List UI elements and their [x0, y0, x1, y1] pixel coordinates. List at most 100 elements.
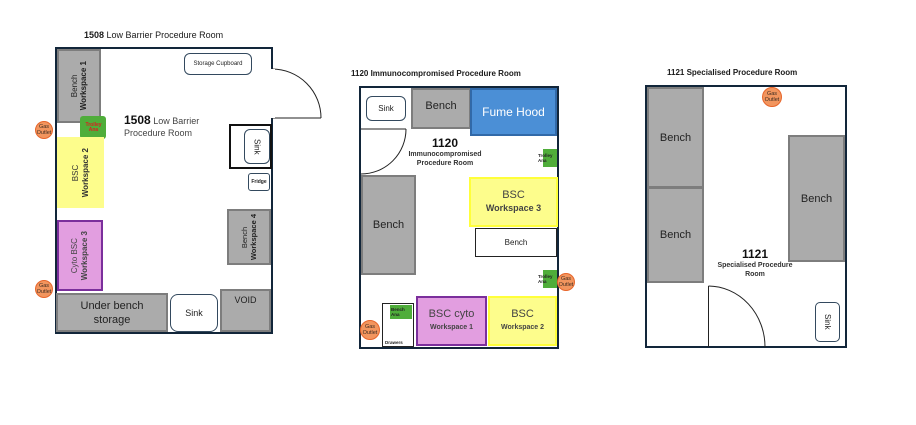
- trolley-label: Trolley: [85, 121, 102, 128]
- bench-1121-right[interactable]: Bench: [788, 135, 845, 262]
- sink-enclosure-1508: [229, 124, 272, 169]
- trolley-label-2: Ana: [88, 126, 99, 133]
- door-1120: [360, 128, 407, 175]
- sink-label: Sink: [378, 104, 394, 113]
- bsc-workspace-name: Workspace 3: [485, 203, 542, 213]
- bsc-workspace-3-1120[interactable]: BSC Workspace 3: [469, 177, 558, 227]
- bench-1120-left[interactable]: Bench: [361, 175, 416, 275]
- bench-workspace-4-name: Workspace 4: [249, 213, 258, 261]
- drawers-label: Drawers: [385, 340, 403, 345]
- bench-workspace-4[interactable]: Bench Workspace 4: [227, 209, 271, 265]
- under-bench-storage-line1: Under bench: [80, 299, 144, 312]
- room-1121-label-line2: Room: [745, 271, 765, 278]
- gas-label: Gas: [560, 276, 572, 282]
- trolley-label-2: Ana: [538, 279, 547, 284]
- bsc-cyto-workspace-name: Workspace 1: [429, 324, 474, 331]
- room-1120-label: 1120 Immunocompromised Procedure Room: [395, 136, 495, 168]
- bench-workspace-4-label: Bench: [240, 226, 249, 248]
- room-1120-title: 1120 Immunocompromised Procedure Room: [351, 69, 521, 78]
- gas-label-2: Outlet: [362, 330, 378, 336]
- fume-hood-label: Fume Hood: [482, 105, 545, 119]
- room-1121-title: 1121 Specialised Procedure Room: [667, 68, 798, 77]
- gas-label: Gas: [364, 324, 376, 330]
- trolley-area-1120-upper: Trolley Ana: [538, 149, 557, 167]
- storage-cupboard-label: Storage Cupboard: [193, 61, 243, 67]
- bench-ana-label-2: Ana: [391, 312, 400, 317]
- under-bench-storage-line2: storage: [93, 313, 131, 326]
- gas-label: Gas: [38, 283, 50, 289]
- bench-label: Bench: [504, 238, 528, 247]
- trolley-area-1508: Trolley Ana: [80, 116, 106, 139]
- fridge: Fridge: [248, 173, 270, 191]
- fume-hood[interactable]: Fume Hood: [470, 88, 557, 136]
- door-1508: [271, 68, 322, 119]
- sink-1508-bottom: Sink: [170, 294, 218, 332]
- sink-label: Sink: [185, 308, 203, 318]
- room-1508-label: 1508 Low Barrier Procedure Room: [124, 114, 199, 139]
- bsc-workspace-2-name: Workspace 2: [80, 147, 90, 198]
- gas-label-2: Outlet: [36, 289, 52, 295]
- bsc-label: BSC: [511, 308, 534, 320]
- under-bench-storage: Under bench storage: [56, 293, 168, 332]
- bench-label: Bench: [800, 192, 833, 205]
- bench-workspace-1-label: Bench: [70, 74, 79, 98]
- gas-label: Gas: [766, 91, 778, 97]
- bsc-cyto-label: BSC cyto: [428, 308, 475, 320]
- sink-label: Sink: [823, 314, 832, 330]
- cyto-bsc-workspace-3[interactable]: Cyto BSC Workspace 3: [57, 220, 103, 291]
- room-1508-title-number: 1508: [84, 30, 105, 40]
- bsc-workspace-2-1120[interactable]: BSC Workspace 2: [488, 296, 557, 346]
- bench-workspace-1[interactable]: Bench Workspace 1: [57, 49, 101, 123]
- room-1120-label-number: 1120: [431, 136, 459, 150]
- gas-label-2: Outlet: [764, 97, 780, 103]
- bench-label: Bench: [659, 131, 692, 144]
- bench-1121-lower-left[interactable]: Bench: [647, 187, 704, 283]
- room-1508-label-number: 1508: [124, 113, 151, 127]
- door-1121: [708, 285, 766, 348]
- sink-1508-right: Sink: [244, 129, 270, 164]
- trolley-area-1120-lower: Trolley Ana: [538, 270, 557, 288]
- void-label: VOID: [234, 295, 257, 305]
- sink-1120: Sink: [366, 96, 406, 121]
- bench-area-1120: Bench Ana: [390, 305, 412, 319]
- bsc-workspace-2-label: BSC: [70, 164, 80, 181]
- cyto-bsc-workspace-3-name: Workspace 3: [80, 230, 89, 281]
- gas-label-2: Outlet: [36, 130, 52, 136]
- bench-1120-middle[interactable]: Bench: [475, 228, 557, 257]
- bench-1121-upper-left[interactable]: Bench: [647, 87, 704, 188]
- bench-label: Bench: [659, 229, 692, 241]
- room-1121-label-number: 1121: [741, 247, 769, 261]
- room-1121-label-line1: Specialised Procedure: [717, 262, 793, 269]
- sink-label: Sink: [252, 138, 262, 155]
- bsc-cyto-workspace-1[interactable]: BSC cyto Workspace 1: [416, 296, 487, 346]
- bsc-label: BSC: [502, 189, 525, 201]
- bench-label: Bench: [372, 219, 405, 231]
- sink-1121: Sink: [815, 302, 840, 342]
- room-1508-title: 1508 Low Barrier Procedure Room: [84, 30, 223, 40]
- room-1508-label-line1: Low Barrier: [153, 116, 200, 126]
- cyto-bsc-workspace-3-label: Cyto BSC: [70, 237, 79, 274]
- trolley-label-2: Ana: [538, 158, 547, 163]
- room-1121-label: 1121 Specialised Procedure Room: [695, 247, 815, 279]
- room-1120-label-line2: Procedure Room: [416, 160, 474, 167]
- trolley-label: Trolley: [538, 153, 553, 158]
- door-opening-1508: [271, 69, 275, 118]
- gas-label-2: Outlet: [558, 282, 574, 288]
- void-area: VOID: [220, 289, 271, 332]
- bench-1120-top[interactable]: Bench: [411, 88, 471, 129]
- bench-label: Bench: [425, 100, 457, 112]
- room-1508-label-line2: Procedure Room: [124, 128, 193, 138]
- bsc-workspace-2[interactable]: BSC Workspace 2: [57, 137, 104, 208]
- bsc-workspace-name: Workspace 2: [500, 324, 545, 331]
- room-1508-title-text: Low Barrier Procedure Room: [106, 30, 224, 40]
- gas-label: Gas: [38, 124, 50, 130]
- bench-workspace-1-name: Workspace 1: [79, 61, 88, 111]
- bench-ana-label: Bench: [391, 307, 405, 312]
- storage-cupboard: Storage Cupboard: [184, 53, 252, 75]
- trolley-label: Trolley: [538, 274, 553, 279]
